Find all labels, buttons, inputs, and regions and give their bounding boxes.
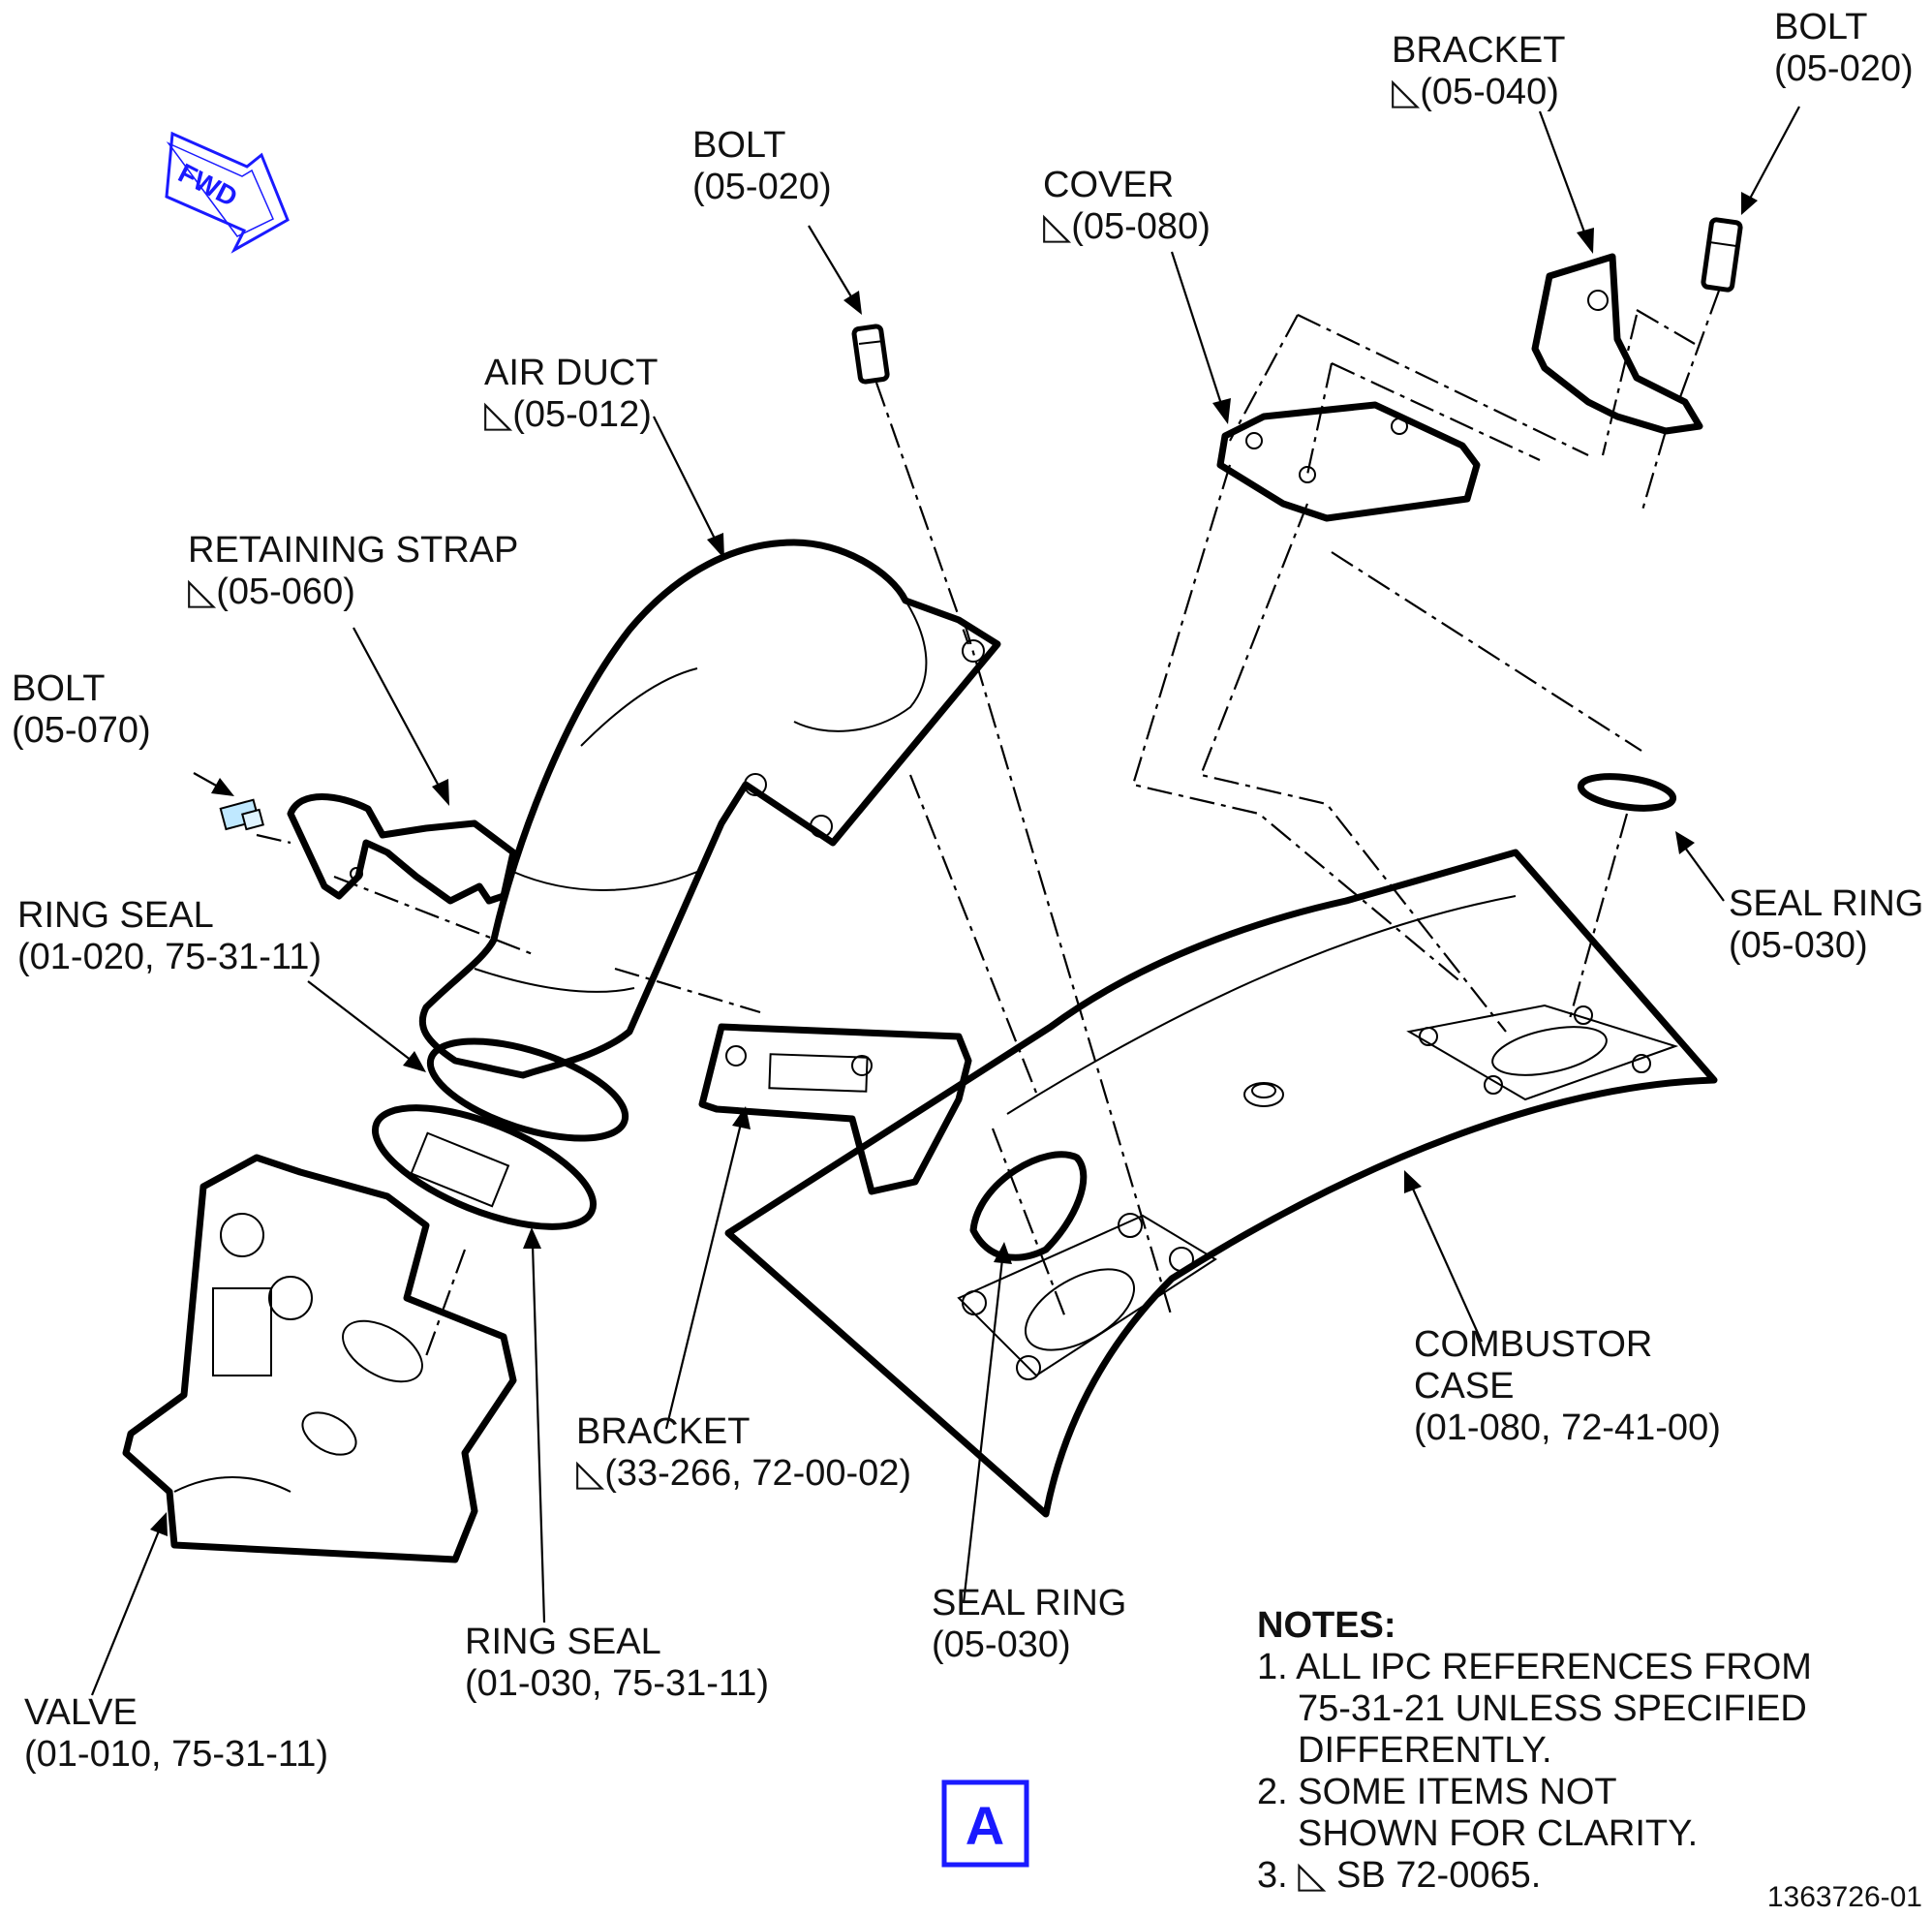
note-2-line-2: SHOWN FOR CLARITY.	[1298, 1813, 1698, 1854]
callout-bolt-left: BOLT (05-070)	[12, 668, 151, 751]
ring-seal-upper-ref: (01-020, 75-31-11)	[17, 937, 322, 977]
note-2-line-1: 2. SOME ITEMS NOT	[1257, 1772, 1617, 1812]
callout-bracket-mid: BRACKET ◺(33-266, 72-00-02)	[576, 1411, 911, 1494]
ring-seal-upper-name: RING SEAL	[17, 895, 214, 936]
seal-ring-bottom-ref: (05-030)	[932, 1624, 1071, 1665]
callout-valve: VALVE (01-010, 75-31-11)	[24, 1692, 328, 1775]
seal-ring-right-part	[1577, 773, 1677, 812]
ring-seal-lower-name: RING SEAL	[465, 1622, 661, 1662]
bolt-top-right-ref: (05-020)	[1774, 48, 1914, 89]
cover-ref: ◺(05-080)	[1043, 206, 1211, 247]
air-duct-part	[418, 539, 1001, 1079]
bolt-left-name: BOLT	[12, 668, 105, 709]
callout-bracket-top: BRACKET ◺(05-040)	[1392, 30, 1565, 112]
callout-seal-ring-bottom: SEAL RING (05-030)	[932, 1583, 1126, 1665]
bolt-top-center-name: BOLT	[692, 125, 785, 166]
bracket-top-ref: ◺(05-040)	[1392, 72, 1559, 112]
seal-ring-bottom-part	[969, 1151, 1088, 1261]
bolt-top-center-part	[851, 324, 890, 385]
valve-part	[122, 1154, 517, 1563]
callout-cover: COVER ◺(05-080)	[1043, 165, 1211, 247]
fwd-arrow-icon: FWD	[165, 131, 290, 254]
valve-name: VALVE	[24, 1692, 138, 1733]
note-1-line-3: DIFFERENTLY.	[1298, 1730, 1552, 1771]
callout-bolt-top-right: BOLT (05-020)	[1774, 7, 1914, 89]
retaining-strap-name: RETAINING STRAP	[188, 530, 518, 571]
callout-seal-ring-right: SEAL RING (05-030)	[1729, 883, 1923, 966]
retaining-strap-ref: ◺(05-060)	[188, 572, 355, 612]
seal-ring-right-ref: (05-030)	[1729, 925, 1868, 966]
note-1-line-1: 1. ALL IPC REFERENCES FROM	[1257, 1647, 1812, 1687]
bolt-left-part	[219, 798, 264, 831]
callout-bolt-top-center: BOLT (05-020)	[692, 125, 832, 207]
retaining-strap-part	[287, 793, 517, 905]
bracket-mid-ref: ◺(33-266, 72-00-02)	[576, 1453, 911, 1494]
callout-ring-seal-lower: RING SEAL (01-030, 75-31-11)	[465, 1622, 769, 1704]
bracket-top-name: BRACKET	[1392, 30, 1565, 71]
callout-retaining-strap: RETAINING STRAP ◺(05-060)	[188, 530, 518, 612]
callout-combustor-case: COMBUSTOR CASE (01-080, 72-41-00)	[1414, 1324, 1721, 1448]
note-1-line-2: 75-31-21 UNLESS SPECIFIED	[1298, 1688, 1807, 1729]
bolt-top-right-part	[1701, 217, 1743, 293]
combustor-case-ref: (01-080, 72-41-00)	[1414, 1407, 1721, 1448]
seal-ring-right-name: SEAL RING	[1729, 883, 1923, 924]
assembly-centerlines	[256, 290, 1721, 1357]
combustor-case-part	[724, 849, 1718, 1518]
bolt-top-right-name: BOLT	[1774, 7, 1867, 47]
note-3: 3. ◺ SB 72-0065.	[1257, 1855, 1541, 1896]
air-duct-name: AIR DUCT	[484, 353, 658, 393]
bracket-top-part	[1531, 253, 1703, 435]
ring-seal-lower-ref: (01-030, 75-31-11)	[465, 1663, 769, 1704]
notes-block: NOTES: 1. ALL IPC REFERENCES FROM 75-31-…	[1257, 1605, 1812, 1896]
air-duct-ref: ◺(05-012)	[484, 394, 652, 435]
view-letter-badge: A	[941, 1779, 1029, 1868]
ring-seal-upper-part	[426, 1037, 629, 1142]
bolt-left-ref: (05-070)	[12, 710, 151, 751]
cover-part	[1216, 401, 1481, 522]
combustor-case-line2: CASE	[1414, 1366, 1514, 1407]
seal-ring-bottom-name: SEAL RING	[932, 1583, 1126, 1623]
ring-seal-lower-part	[371, 1104, 598, 1230]
bolt-top-center-ref: (05-020)	[692, 167, 832, 207]
callout-air-duct: AIR DUCT ◺(05-012)	[484, 353, 658, 435]
combustor-case-line1: COMBUSTOR	[1414, 1324, 1652, 1365]
figure-number: 1363726-01	[1767, 1881, 1922, 1913]
bracket-mid-name: BRACKET	[576, 1411, 750, 1452]
notes-title: NOTES:	[1257, 1605, 1396, 1646]
valve-ref: (01-010, 75-31-11)	[24, 1734, 328, 1775]
bracket-mid-part	[698, 1023, 972, 1195]
view-letter: A	[966, 1795, 1004, 1856]
cover-name: COVER	[1043, 165, 1174, 205]
leader-lines	[90, 106, 1800, 1696]
callout-ring-seal-upper: RING SEAL (01-020, 75-31-11)	[17, 895, 322, 977]
